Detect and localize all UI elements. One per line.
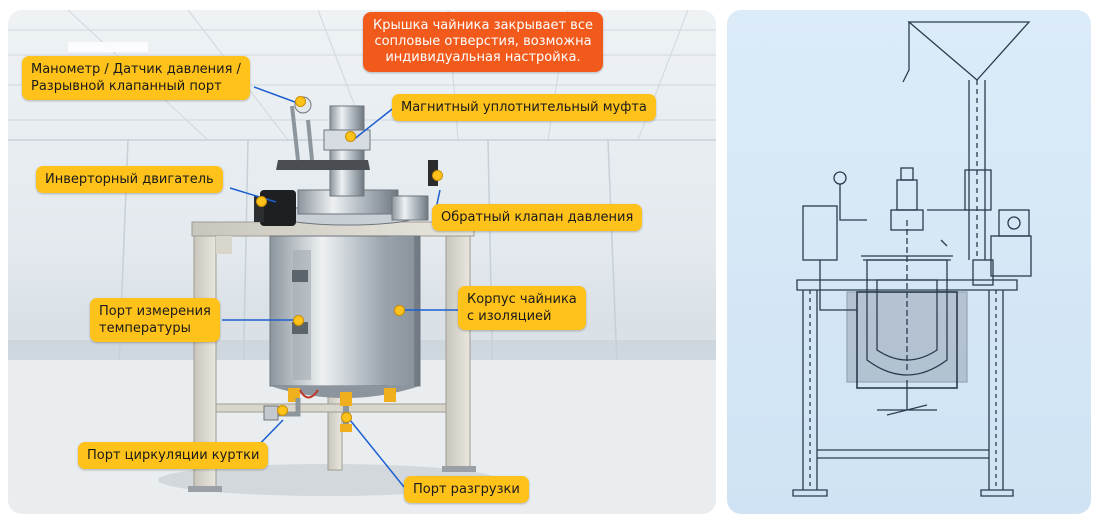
callout-manometer-line1: Манометр / Датчик давления / — [31, 62, 241, 77]
callout-manometer: Манометр / Датчик давления / Разрывной к… — [22, 56, 250, 100]
reactor-schematic — [792, 21, 1032, 497]
callout-lid-note-line2: сопловые отверстия, возможна — [374, 34, 592, 49]
schematic-vessel — [861, 167, 953, 416]
callout-discharge-port-text: Порт разгрузки — [413, 482, 520, 497]
callout-lid-note-line1: Крышка чайника закрывает все — [373, 18, 593, 33]
marker-discharge-port — [341, 412, 352, 423]
callout-discharge-port: Порт разгрузки — [404, 476, 529, 503]
callout-temp-port: Порт измерения температуры — [90, 298, 220, 342]
side-instruments — [802, 171, 967, 311]
callout-magnetic-coupling: Магнитный уплотнительный муфта — [392, 94, 656, 121]
marker-kettle-body — [394, 305, 405, 316]
reactor-schematic-panel — [727, 10, 1091, 514]
callout-temp-port-line2: температуры — [99, 321, 191, 336]
callout-lid-note-line3: индивидуальная настройка. — [385, 50, 581, 65]
marker-manometer — [295, 96, 306, 107]
marker-temp-port — [293, 315, 304, 326]
callout-back-pressure-valve: Обратный клапан давления — [432, 204, 643, 231]
callout-jacket-port: Порт циркуляции куртки — [78, 442, 269, 469]
callout-inverter-motor: Инверторный двигатель — [36, 166, 223, 193]
callout-temp-port-line1: Порт измерения — [99, 304, 211, 319]
marker-magnetic-coupling — [345, 131, 356, 142]
marker-inverter-motor — [256, 196, 267, 207]
callout-inverter-motor-text: Инверторный двигатель — [45, 172, 214, 187]
callout-back-pressure-valve-text: Обратный клапан давления — [441, 210, 634, 225]
callout-jacket-port-text: Порт циркуляции куртки — [87, 448, 260, 463]
kettle-lid — [275, 96, 438, 226]
marker-back-pressure-valve — [432, 170, 443, 181]
lift-column — [902, 21, 1032, 286]
callout-lid-note: Крышка чайника закрывает все сопловые от… — [363, 12, 603, 72]
callout-manometer-line2: Разрывной клапанный порт — [31, 79, 222, 94]
inverter-motor — [254, 190, 296, 226]
callout-kettle-body-line2: с изоляцией — [467, 309, 552, 324]
marker-jacket-port — [277, 405, 288, 416]
callout-kettle-body-line1: Корпус чайника — [467, 292, 577, 307]
callout-kettle-body: Корпус чайника с изоляцией — [458, 286, 586, 330]
kettle-vessel — [269, 235, 421, 406]
callout-magnetic-coupling-text: Магнитный уплотнительный муфта — [401, 100, 647, 115]
reactor-photo-panel: Манометр / Датчик давления / Разрывной к… — [8, 10, 716, 514]
schematic-frame — [792, 279, 1018, 497]
